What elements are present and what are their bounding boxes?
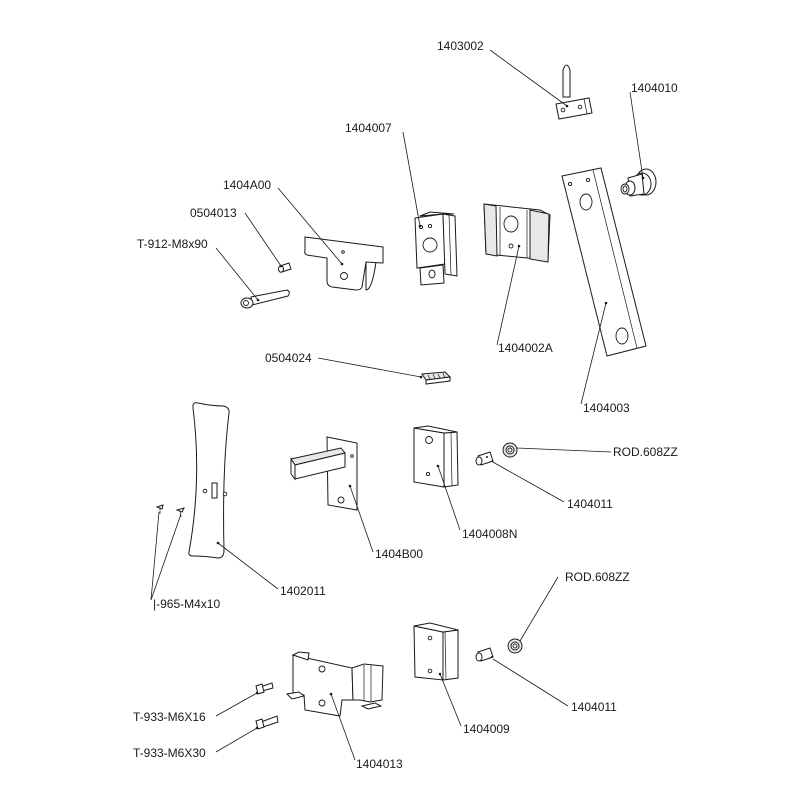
leader-1404007 [402,131,421,227]
leader-1403002 [489,49,568,107]
label-1404002A: 1404002A [498,341,553,355]
part-1404002A [483,203,551,263]
label-1404008N: 1404008N [462,527,517,541]
leader-1404003 [580,302,607,405]
part-0504013 [278,262,292,273]
label-0504024: 0504024 [265,351,312,365]
label-rod-608zz-middle: ROD.608ZZ [613,445,678,459]
leader-1404010 [629,91,644,179]
part-1404007 [414,211,458,286]
part-1404011-lower [475,647,494,662]
label-1404B00: 1404B00 [375,547,423,561]
label-1402011: 1402011 [280,584,326,598]
leader-1404009 [439,673,462,727]
label-1404010: 1404010 [631,81,678,95]
label-1404009: 1404009 [463,722,510,736]
part-1404011-middle [475,451,494,466]
label-T-912-M8x90: T-912-M8x90 [137,237,208,251]
label-1404011-middle: 1404011 [567,497,613,511]
label-1403002: 1403002 [437,39,484,53]
label-1404A00: 1404A00 [223,178,271,192]
label-T-933-M6X30: T-933-M6X30 [133,746,206,760]
label-1404003: 1404003 [583,401,630,415]
leader-1404013 [330,693,356,761]
part-1404008N [413,425,459,488]
part-1404003 [561,167,647,357]
label-rod-608zz-lower: ROD.608ZZ [565,570,630,584]
part-1404B00 [290,436,358,511]
label-I-965-M4x10: |-965-M4x10 [153,597,220,611]
part-1404010 [620,168,657,197]
leader-1404011-lower [492,658,569,707]
part-1403002 [555,64,593,120]
label-0504013: 0504013 [190,206,237,220]
part-T-912-M8x90 [240,289,290,309]
part-0504024 [421,371,452,385]
leader-1404A00 [277,187,343,265]
leader-I-965-M4x10-b [150,513,182,601]
leader-0504024 [317,357,422,378]
part-1402011 [188,402,230,559]
leader-1404011-middle [490,460,565,503]
leader-rod-608zz-middle [516,447,612,453]
leader-I-965-M4x10-a [150,511,160,601]
leader-1404B00 [349,485,374,553]
leader-T-933-M6X30 [215,727,258,753]
label-1404007: 1404007 [345,121,392,135]
leader-1404008N [437,465,461,531]
part-1404009 [413,622,459,681]
leader-1404002A [496,245,520,346]
label-T-933-M6X16: T-933-M6X16 [133,710,206,724]
leader-T-912-M8x90 [215,247,259,301]
part-I-965-M4x10 [155,504,185,518]
label-1404013: 1404013 [356,757,403,771]
part-rod-608zz-lower [507,638,523,654]
part-T-933-M6X30 [255,715,279,730]
leader-0504013 [244,212,282,267]
label-1404011-lower: 1404011 [571,700,617,714]
leader-T-933-M6X16 [215,692,258,717]
part-1404013 [285,651,384,717]
part-T-933-M6X16 [255,682,274,695]
part-1404A00 [304,236,384,291]
part-rod-608zz-middle [502,442,518,458]
leader-rod-608zz-lower [519,576,559,642]
leader-1402011 [217,542,279,590]
